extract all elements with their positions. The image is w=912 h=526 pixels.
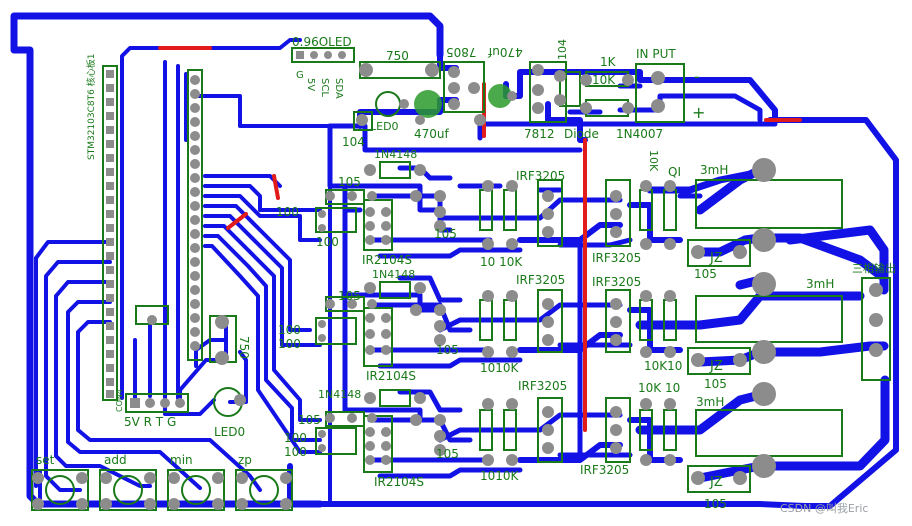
- mosfet-6-label: IRF3205: [580, 463, 629, 477]
- input-plus-label: +: [692, 103, 705, 122]
- button-zp-label: zp: [238, 453, 252, 467]
- diode-1n4148-1-label: 1N4148: [374, 148, 417, 161]
- diode-label: Diode: [564, 127, 599, 141]
- jz-1-cap-label: 105: [694, 267, 717, 281]
- res-100-f-label: 100: [284, 445, 307, 459]
- watermark: CSDN @叫我Eric: [780, 502, 868, 515]
- res-100-a-label: 100: [276, 205, 299, 219]
- reg-7805-label: 7805: [446, 45, 477, 59]
- mosfet-2-label: IRF3205: [592, 251, 641, 265]
- oled-pin-sda: SDA: [333, 78, 344, 99]
- button-set-label: set: [36, 453, 55, 467]
- cap-470uf-b-label: 470uf: [414, 127, 450, 141]
- pads: [32, 51, 883, 510]
- mosfet-5-label: IRF3205: [518, 379, 567, 393]
- diode-part-label: 1N4007: [616, 127, 663, 141]
- component-labels: 0.96OLED G 5V SCL SDA STM32103C8T6 核心板1 …: [36, 35, 896, 511]
- r1k-label: 1K: [600, 55, 617, 69]
- led-top-label: LED0: [370, 120, 399, 133]
- res-100-c-label: 100: [278, 323, 301, 337]
- cap-470uf-a-label: 470uf: [487, 45, 523, 59]
- oled-pin-g: G: [296, 70, 304, 81]
- cap-104-top-label: 104: [556, 39, 569, 60]
- r750-top-label: 750: [386, 49, 409, 63]
- oled-pin-5v: 5V: [305, 78, 316, 91]
- reg-7812-label: 7812: [524, 127, 555, 141]
- res-10k-a-label: 10K: [647, 150, 660, 172]
- driver-1-label: IR2104S: [362, 253, 412, 267]
- button-min-label: min: [170, 453, 193, 467]
- con4-label: CON4: [115, 389, 124, 412]
- inductor-3-label: 3mH: [696, 395, 724, 409]
- mosfet-1-label: IRF3205: [516, 169, 565, 183]
- jz-2-cap-label: 105: [704, 377, 727, 391]
- res-100-d-label: 100: [278, 337, 301, 351]
- cap-104-left-label: 104: [342, 135, 365, 149]
- res-pair-2-label: 1010K: [480, 361, 520, 375]
- res-pair-1-label: 10 10K: [480, 255, 523, 269]
- cap-105-d-label: 105: [436, 343, 459, 357]
- res-100-b-label: 100: [316, 235, 339, 249]
- inductor-2-label: 3mH: [806, 277, 834, 291]
- ql-label: QI: [668, 165, 681, 179]
- diode-1n4148-2-label: 1N4148: [372, 268, 415, 281]
- r750-mid-label: 750: [237, 336, 251, 359]
- res-100-e-label: 100: [284, 431, 307, 445]
- oled-label: 0.96OLED: [292, 35, 352, 49]
- button-add-label: add: [104, 453, 127, 467]
- mosfet-4-label: IRF3205: [592, 275, 641, 289]
- three-phase-output-label: 三相输出: [852, 261, 896, 275]
- inductor-1-label: 3mH: [700, 163, 728, 177]
- jz-2-label: JZ: [709, 359, 723, 374]
- jz-3-label: JZ: [709, 475, 723, 490]
- jz-1-label: JZ: [709, 251, 723, 266]
- res-10k-c-label: 10K 10: [638, 381, 680, 395]
- led-mid-label: LED0: [214, 425, 245, 439]
- cap-105-f-label: 105: [436, 447, 459, 461]
- cap-105-b-label: 105: [434, 227, 457, 241]
- input-label: IN PUT: [636, 47, 676, 61]
- driver-2-label: IR2104S: [366, 369, 416, 383]
- con4-pins-label: 5V R T G: [124, 415, 176, 429]
- cap-105-c-label: 105: [338, 289, 361, 303]
- driver-3-label: IR2104S: [374, 475, 424, 489]
- mcu-label: STM32103C8T6 核心板1: [85, 54, 97, 160]
- cap-105-e-label: 105: [298, 413, 321, 427]
- mosfet-3-label: IRF3205: [516, 273, 565, 287]
- diode-1n4148-3-label: 1N4148: [318, 388, 361, 401]
- cap-105-a-label: 105: [338, 175, 361, 189]
- input-minus-label: -: [694, 67, 700, 86]
- jz-3-cap-label: 105: [704, 497, 727, 511]
- r10k-top-label: 10K: [592, 73, 616, 87]
- res-10k-b-label: 10K10: [644, 359, 682, 373]
- res-pair-3-label: 1010K: [480, 469, 520, 483]
- oled-pin-scl: SCL: [319, 78, 330, 97]
